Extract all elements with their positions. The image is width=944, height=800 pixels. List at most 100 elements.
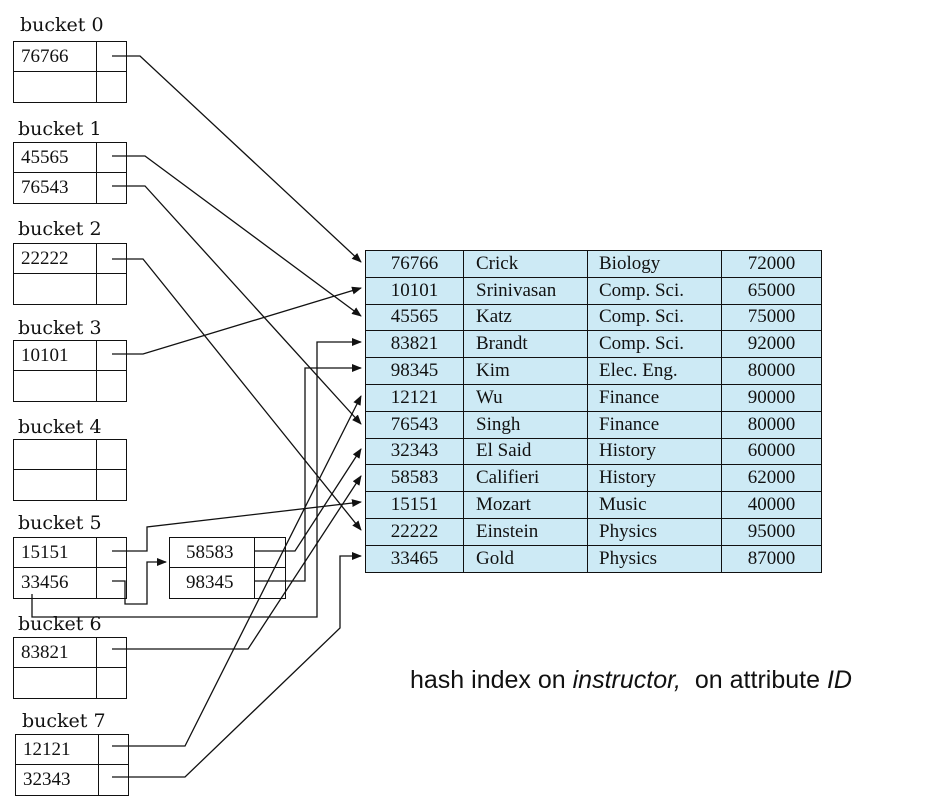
bucket-entry: [14, 371, 126, 401]
pointer-arrow: [255, 448, 362, 552]
cell-name: Wu: [463, 383, 588, 412]
caption-attribute: ID: [826, 666, 852, 694]
bucket: 12121 32343: [15, 734, 129, 796]
cell-name: Singh: [463, 410, 588, 439]
bucket: 83821: [13, 637, 127, 699]
bucket-entry: 76543: [14, 173, 126, 203]
bucket-entry: [14, 470, 126, 500]
bucket-key: 32343: [23, 769, 71, 790]
bucket-entry: 58583: [170, 538, 285, 568]
cell-name: El Said: [463, 437, 588, 466]
cell-dept: Comp. Sci.: [587, 303, 722, 332]
cell-id: 83821: [365, 330, 464, 359]
pointer-arrow: [112, 395, 362, 747]
bucket-entry: 45565: [14, 143, 126, 173]
cell-salary: 80000: [721, 410, 822, 439]
cell-name: Katz: [463, 303, 588, 332]
cell-id: 58583: [365, 464, 464, 493]
bucket-entry: 12121: [16, 735, 128, 765]
cell-id: 76766: [365, 250, 464, 278]
pointer-arrow: [112, 558, 167, 605]
cell-salary: 75000: [721, 303, 822, 332]
cell-dept: Finance: [587, 410, 722, 439]
cell-dept: Elec. Eng.: [587, 357, 722, 385]
pointer-arrow: [112, 286, 362, 355]
bucket-entry: 10101: [14, 341, 126, 371]
cell-id: 10101: [365, 276, 464, 305]
caption-text: hash index on: [410, 666, 573, 694]
bucket-key: 22222: [21, 248, 69, 269]
bucket-label: bucket 2: [18, 218, 102, 240]
cell-name: Kim: [463, 357, 588, 385]
pointer-arrow: [31, 338, 362, 618]
bucket-key: 15151: [21, 542, 69, 563]
pointer-arrow: [112, 185, 362, 425]
pointer-arrow: [255, 364, 362, 582]
cell-id: 76543: [365, 410, 464, 439]
pointer-arrow: [112, 155, 362, 317]
bucket-entry: [14, 72, 126, 102]
cell-id: 15151: [365, 491, 464, 519]
cell-id: 45565: [365, 303, 464, 332]
caption-relation: instructor,: [572, 666, 681, 694]
bucket: 10101: [13, 340, 127, 402]
bucket: 45565 76543: [13, 142, 127, 204]
pointer-arrow: [112, 475, 362, 650]
cell-dept: History: [587, 464, 722, 493]
cell-dept: Physics: [587, 544, 722, 573]
cell-name: Einstein: [463, 517, 588, 546]
cell-name: Califieri: [463, 464, 588, 493]
cell-id: 98345: [365, 357, 464, 385]
bucket-label: bucket 5: [18, 512, 102, 534]
bucket-key: 10101: [21, 345, 69, 366]
cell-salary: 60000: [721, 437, 822, 466]
bucket-label: bucket 0: [20, 14, 104, 36]
cell-id: 33465: [365, 544, 464, 573]
cell-salary: 65000: [721, 276, 822, 305]
cell-dept: History: [587, 437, 722, 466]
cell-id: 22222: [365, 517, 464, 546]
bucket-key: 98345: [186, 572, 234, 593]
bucket-label: bucket 1: [18, 118, 102, 140]
diagram-caption: hash index on instructor, on attribute I…: [410, 666, 852, 695]
pointer-arrow: [112, 552, 362, 778]
bucket-entry: [14, 440, 126, 470]
bucket-key: 12121: [23, 739, 71, 760]
bucket: 76766: [13, 41, 127, 103]
bucket-key: 76766: [21, 46, 69, 67]
bucket-entry: 83821: [14, 638, 126, 668]
pointer-arrow: [112, 55, 362, 263]
cell-salary: 87000: [721, 544, 822, 573]
cell-salary: 62000: [721, 464, 822, 493]
bucket-key: 76543: [21, 177, 69, 198]
bucket: [13, 439, 127, 501]
bucket-entry: 98345: [170, 568, 285, 598]
bucket-label: bucket 6: [18, 613, 102, 635]
cell-dept: Biology: [587, 250, 722, 278]
bucket-entry: [14, 274, 126, 304]
bucket-key: 45565: [21, 147, 69, 168]
bucket: 22222: [13, 243, 127, 305]
bucket-key: 33456: [21, 572, 69, 593]
bucket: 15151 33456: [13, 537, 127, 599]
pointer-arrow: [112, 258, 362, 531]
overflow-bucket: 58583 98345: [169, 537, 286, 599]
cell-name: Mozart: [463, 491, 588, 519]
pointer-arrow: [112, 499, 362, 552]
bucket-label: bucket 3: [18, 317, 102, 339]
bucket-entry: [14, 668, 126, 698]
bucket-key: 58583: [186, 542, 234, 563]
bucket-label: bucket 7: [22, 710, 106, 732]
cell-salary: 40000: [721, 491, 822, 519]
cell-name: Crick: [463, 250, 588, 278]
bucket-entry: 22222: [14, 244, 126, 274]
cell-name: Srinivasan: [463, 276, 588, 305]
